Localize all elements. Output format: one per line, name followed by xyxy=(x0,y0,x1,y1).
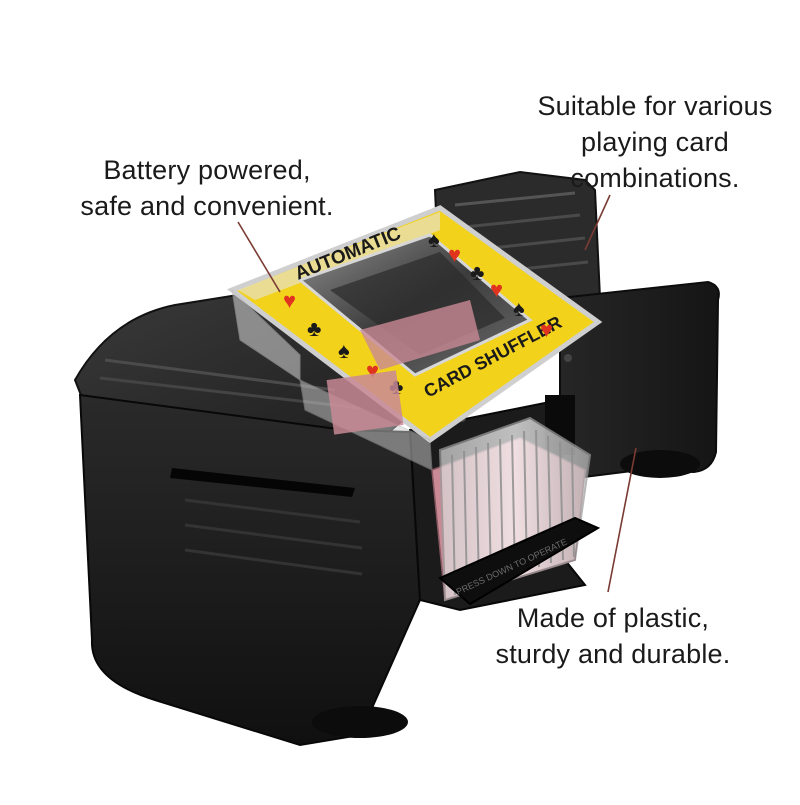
leader-line-battery xyxy=(237,221,281,293)
spade-icon: ♠ xyxy=(428,227,440,252)
callout-suitable-line-2: playing card xyxy=(581,127,729,157)
club-icon: ♣ xyxy=(470,260,484,285)
callout-battery-line-2: safe and convenient. xyxy=(80,191,334,221)
callout-suitable-line-1: Suitable for various xyxy=(537,91,773,121)
callout-suitable: Suitable for various playing card combin… xyxy=(515,88,795,196)
callout-plastic-line-1: Made of plastic, xyxy=(516,603,710,633)
spade-icon: ♠ xyxy=(513,296,525,321)
press-button xyxy=(438,516,601,606)
callout-suitable-line-3: combinations. xyxy=(570,163,740,193)
callout-battery-line-1: Battery powered, xyxy=(103,155,311,185)
leader-lines xyxy=(237,194,637,593)
front-face xyxy=(78,393,422,747)
callout-plastic: Made of plastic, sturdy and durable. xyxy=(478,600,748,672)
heart-icon: ♥ xyxy=(448,242,461,267)
callout-plastic-line-2: sturdy and durable. xyxy=(495,639,731,669)
club-icon: ♣ xyxy=(307,316,321,341)
suit-icons: ♥ ♣ ♠ ♥ ♣ ♠ ♥ ♣ ♥ ♠ ♥ xyxy=(283,227,553,399)
spade-icon: ♠ xyxy=(338,338,350,363)
leader-line-suitable xyxy=(584,194,611,251)
leader-line-plastic xyxy=(607,447,637,593)
heart-icon: ♥ xyxy=(490,277,503,302)
heart-icon: ♥ xyxy=(283,288,296,313)
callout-battery: Battery powered, safe and convenient. xyxy=(62,152,352,224)
heart-icon: ♥ xyxy=(540,317,553,342)
right-side-panel xyxy=(559,280,720,482)
